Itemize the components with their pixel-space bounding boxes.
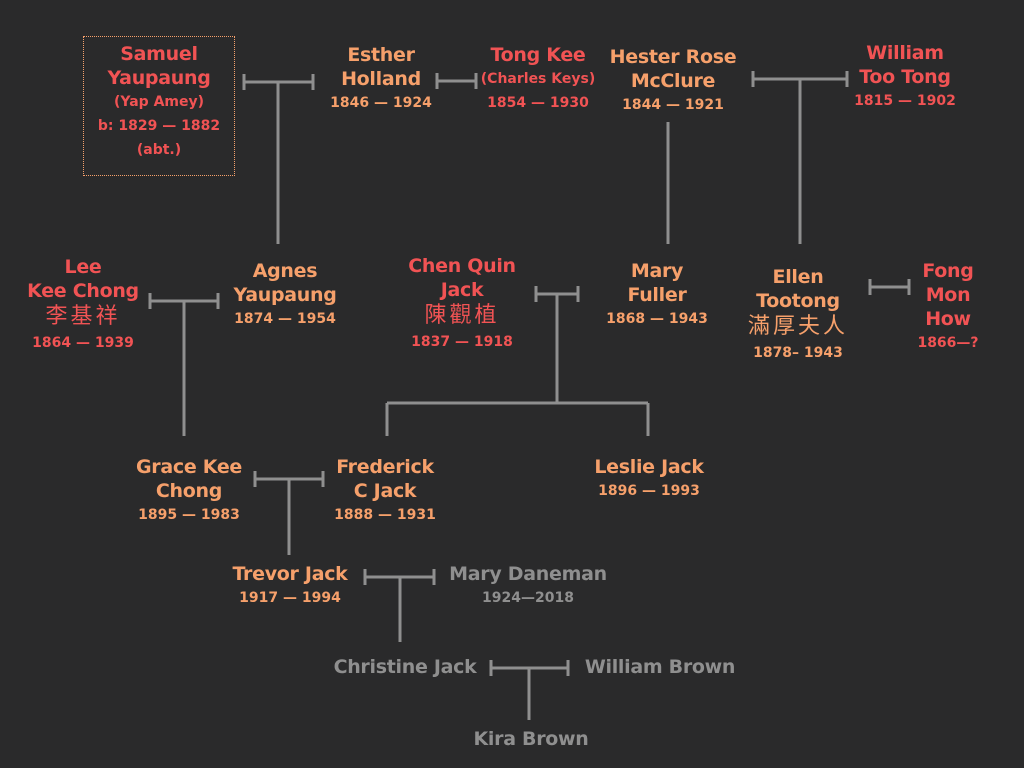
person-dates: 1854 — 1930	[487, 95, 589, 111]
person-name: Christine Jack	[333, 656, 477, 678]
person-name: William Brown	[584, 656, 736, 678]
person-name: Tong Kee	[490, 44, 586, 66]
person-name: Lee	[64, 256, 102, 278]
person-mary-daneman: Mary Daneman 1924—2018	[449, 562, 607, 610]
person-name: William	[866, 42, 944, 64]
marriage-connector-christine-william	[489, 660, 570, 720]
person-name: Trevor Jack	[232, 563, 348, 585]
person-name: McClure	[630, 70, 716, 92]
person-name: Ellen	[772, 266, 824, 288]
person-name: Frederick	[336, 456, 434, 478]
person-name: Fong	[922, 260, 974, 282]
person-name: Fuller	[627, 284, 687, 306]
person-hester-rose-mcclure: Hester Rose McClure 1844 — 1921	[610, 45, 737, 117]
person-alias: (Yap Amey)	[113, 94, 205, 110]
person-name: Kira Brown	[473, 728, 589, 750]
person-william-too-tong: William Too Tong 1815 — 1902	[854, 41, 956, 113]
person-alias: (Charles Keys)	[480, 71, 596, 87]
person-name: Mary Daneman	[449, 563, 607, 585]
person-tong-kee: Tong Kee (Charles Keys) 1854 — 1930	[481, 43, 595, 115]
marriage-connector-lee-agnes	[148, 293, 220, 436]
person-note: (abt.)	[136, 142, 182, 158]
marriage-connector-trevor-mary	[363, 569, 436, 642]
person-lee-kee-chong: Lee Kee Chong 李基祥 1864 — 1939	[27, 255, 139, 355]
person-name: Jack	[440, 279, 484, 301]
person-dates: 1864 — 1939	[32, 335, 134, 351]
person-name: Esther	[347, 44, 415, 66]
person-dates: 1896 — 1993	[598, 483, 700, 499]
person-name: C Jack	[353, 480, 417, 502]
person-name: Holland	[341, 68, 421, 90]
marriage-connector-williamtt	[751, 71, 849, 244]
person-grace-kee-chong: Grace Kee Chong 1895 — 1983	[136, 455, 242, 527]
person-chen-quin-jack: Chen Quin Jack 陳觀植 1837 — 1918	[408, 254, 516, 354]
person-christine-jack: Christine Jack	[334, 655, 477, 679]
person-frederick-c-jack: Frederick C Jack 1888 — 1931	[334, 455, 436, 527]
person-name: Chong	[155, 480, 223, 502]
person-chinese-name: 陳觀植	[424, 303, 500, 328]
person-dates: 1874 — 1954	[234, 311, 336, 327]
person-chinese-name: 李基祥	[45, 304, 121, 329]
person-name: Kee Chong	[27, 280, 139, 302]
person-name: Hester Rose	[609, 46, 737, 68]
person-kira-brown: Kira Brown	[473, 727, 588, 751]
person-dates: 1815 — 1902	[854, 93, 956, 109]
person-name: Grace Kee	[135, 456, 243, 478]
person-dates: 1917 — 1994	[239, 590, 341, 606]
person-name: Mon	[925, 284, 971, 306]
person-dates: 1868 — 1943	[606, 311, 708, 327]
person-agnes-yaupaung: Agnes Yaupaung 1874 — 1954	[233, 259, 336, 331]
marriage-connector-samuel-esther	[242, 74, 315, 244]
person-esther-holland: Esther Holland 1846 — 1924	[330, 43, 432, 115]
person-dates: 1837 — 1918	[411, 334, 513, 350]
person-dates: 1888 — 1931	[334, 507, 436, 523]
person-ellen-tootong: Ellen Tootong 滿厚夫人 1878– 1943	[748, 265, 848, 365]
person-mary-fuller: Mary Fuller 1868 — 1943	[606, 259, 708, 331]
person-dates: 1844 — 1921	[622, 97, 724, 113]
person-chinese-name: 滿厚夫人	[747, 314, 849, 339]
person-name: Yaupaung	[107, 67, 211, 89]
person-fong-mon-how: Fong Mon How 1866—?	[917, 259, 978, 355]
marriage-connector-chen-mary	[385, 286, 650, 436]
person-dates: 1866—?	[917, 335, 979, 351]
person-dates: b: 1829 — 1882	[97, 118, 221, 134]
person-name: Too Tong	[859, 66, 951, 88]
marriage-connector-grace-frederick	[253, 471, 325, 555]
marriage-connector-ellen-fong	[868, 279, 911, 295]
person-leslie-jack: Leslie Jack 1896 — 1993	[594, 455, 704, 503]
person-trevor-jack: Trevor Jack 1917 — 1994	[232, 562, 347, 610]
person-name: Samuel	[120, 43, 198, 65]
person-name: Chen Quin	[408, 255, 516, 277]
person-name: Mary	[630, 260, 684, 282]
person-samuel-yaupaung: Samuel Yaupaung (Yap Amey) b: 1829 — 188…	[83, 36, 235, 176]
person-name: Leslie Jack	[594, 456, 704, 478]
marriage-connector-esther-tongkee	[435, 73, 478, 89]
person-name: Tootong	[756, 290, 840, 312]
person-name: Agnes	[252, 260, 318, 282]
person-william-brown: William Brown	[584, 655, 736, 679]
person-dates: 1846 — 1924	[330, 95, 432, 111]
person-dates: 1895 — 1983	[138, 507, 240, 523]
person-dates: 1878– 1943	[753, 345, 843, 361]
person-name: Yaupaung	[233, 284, 337, 306]
person-name: How	[925, 308, 971, 330]
person-dates: 1924—2018	[482, 590, 574, 606]
